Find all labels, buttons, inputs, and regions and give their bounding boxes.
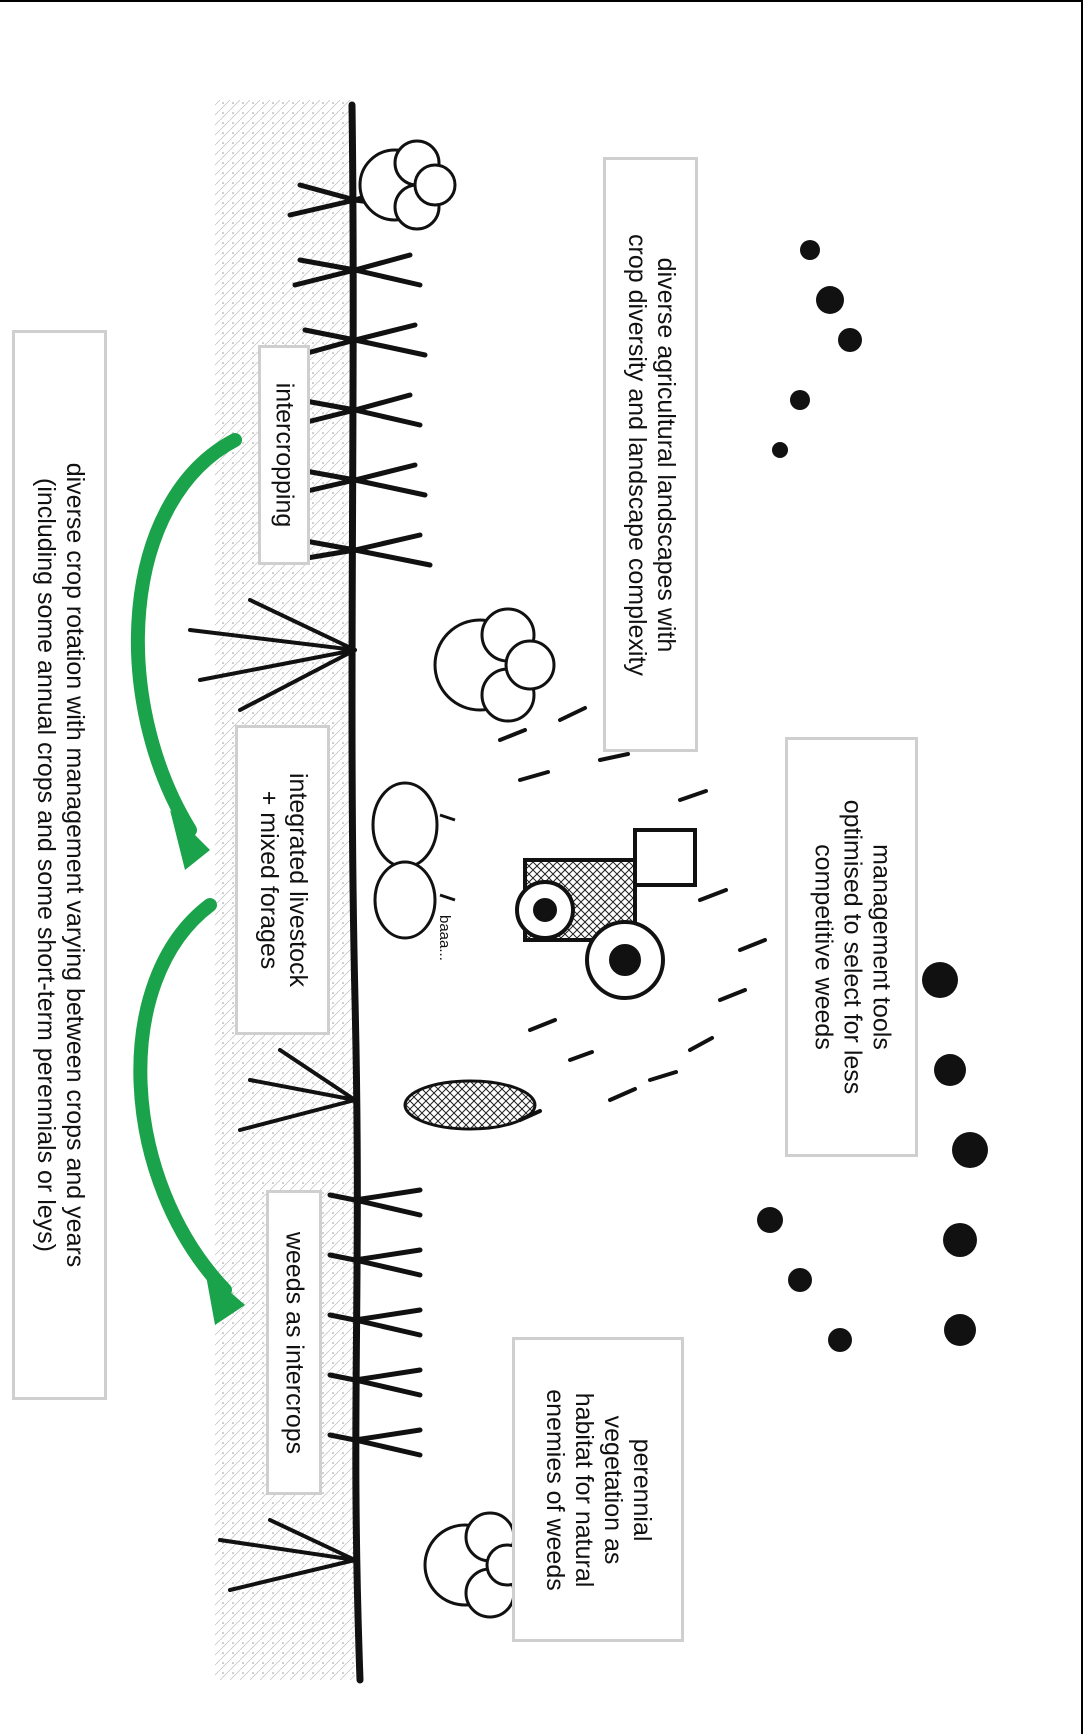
perennial-line3: habitat for natural [569, 1389, 598, 1591]
weeds-as-intercrops-text: weeds as intercrops [280, 1231, 309, 1453]
label-weeds-as-intercrops: weeds as intercrops [266, 1190, 322, 1495]
label-crop-rotation: diverse crop rotation with management va… [12, 330, 107, 1400]
label-intercropping: intercropping [258, 345, 310, 565]
management-tools-line3: competitive weeds [808, 800, 837, 1095]
label-management-tools: management tools optimised to select for… [785, 737, 918, 1157]
intercropping-text: intercropping [270, 383, 299, 528]
integrated-livestock-line2: + mixed forages [254, 773, 283, 987]
label-perennial-vegetation: perennial vegetation as habitat for natu… [512, 1337, 684, 1642]
tractor [517, 830, 695, 998]
management-tools-line1: management tools [866, 800, 895, 1095]
label-landscapes: diverse agricultural landscapes with cro… [603, 157, 698, 752]
tree-middle [435, 609, 554, 721]
landscapes-line2: crop diversity and landscape complexity [622, 234, 651, 676]
tree-top [360, 141, 455, 229]
perennial-line1: perennial [627, 1389, 656, 1591]
crop-rotation-line2: (including some annual crops and some sh… [31, 463, 60, 1268]
crop-rotation-line1: diverse crop rotation with management va… [60, 463, 89, 1268]
sheep-sound: baaa... [436, 915, 453, 961]
landscapes-line1: diverse agricultural landscapes with [651, 234, 680, 676]
label-integrated-livestock: integrated livestock + mixed forages [235, 725, 330, 1035]
management-tools-line2: optimised to select for less [837, 800, 866, 1095]
integrated-livestock-line1: integrated livestock [283, 773, 312, 987]
perennial-line2: vegetation as [598, 1389, 627, 1591]
conifer [405, 1081, 535, 1129]
perennial-line4: enemies of weeds [540, 1389, 569, 1591]
rotation-arrow-2 [140, 905, 225, 1290]
